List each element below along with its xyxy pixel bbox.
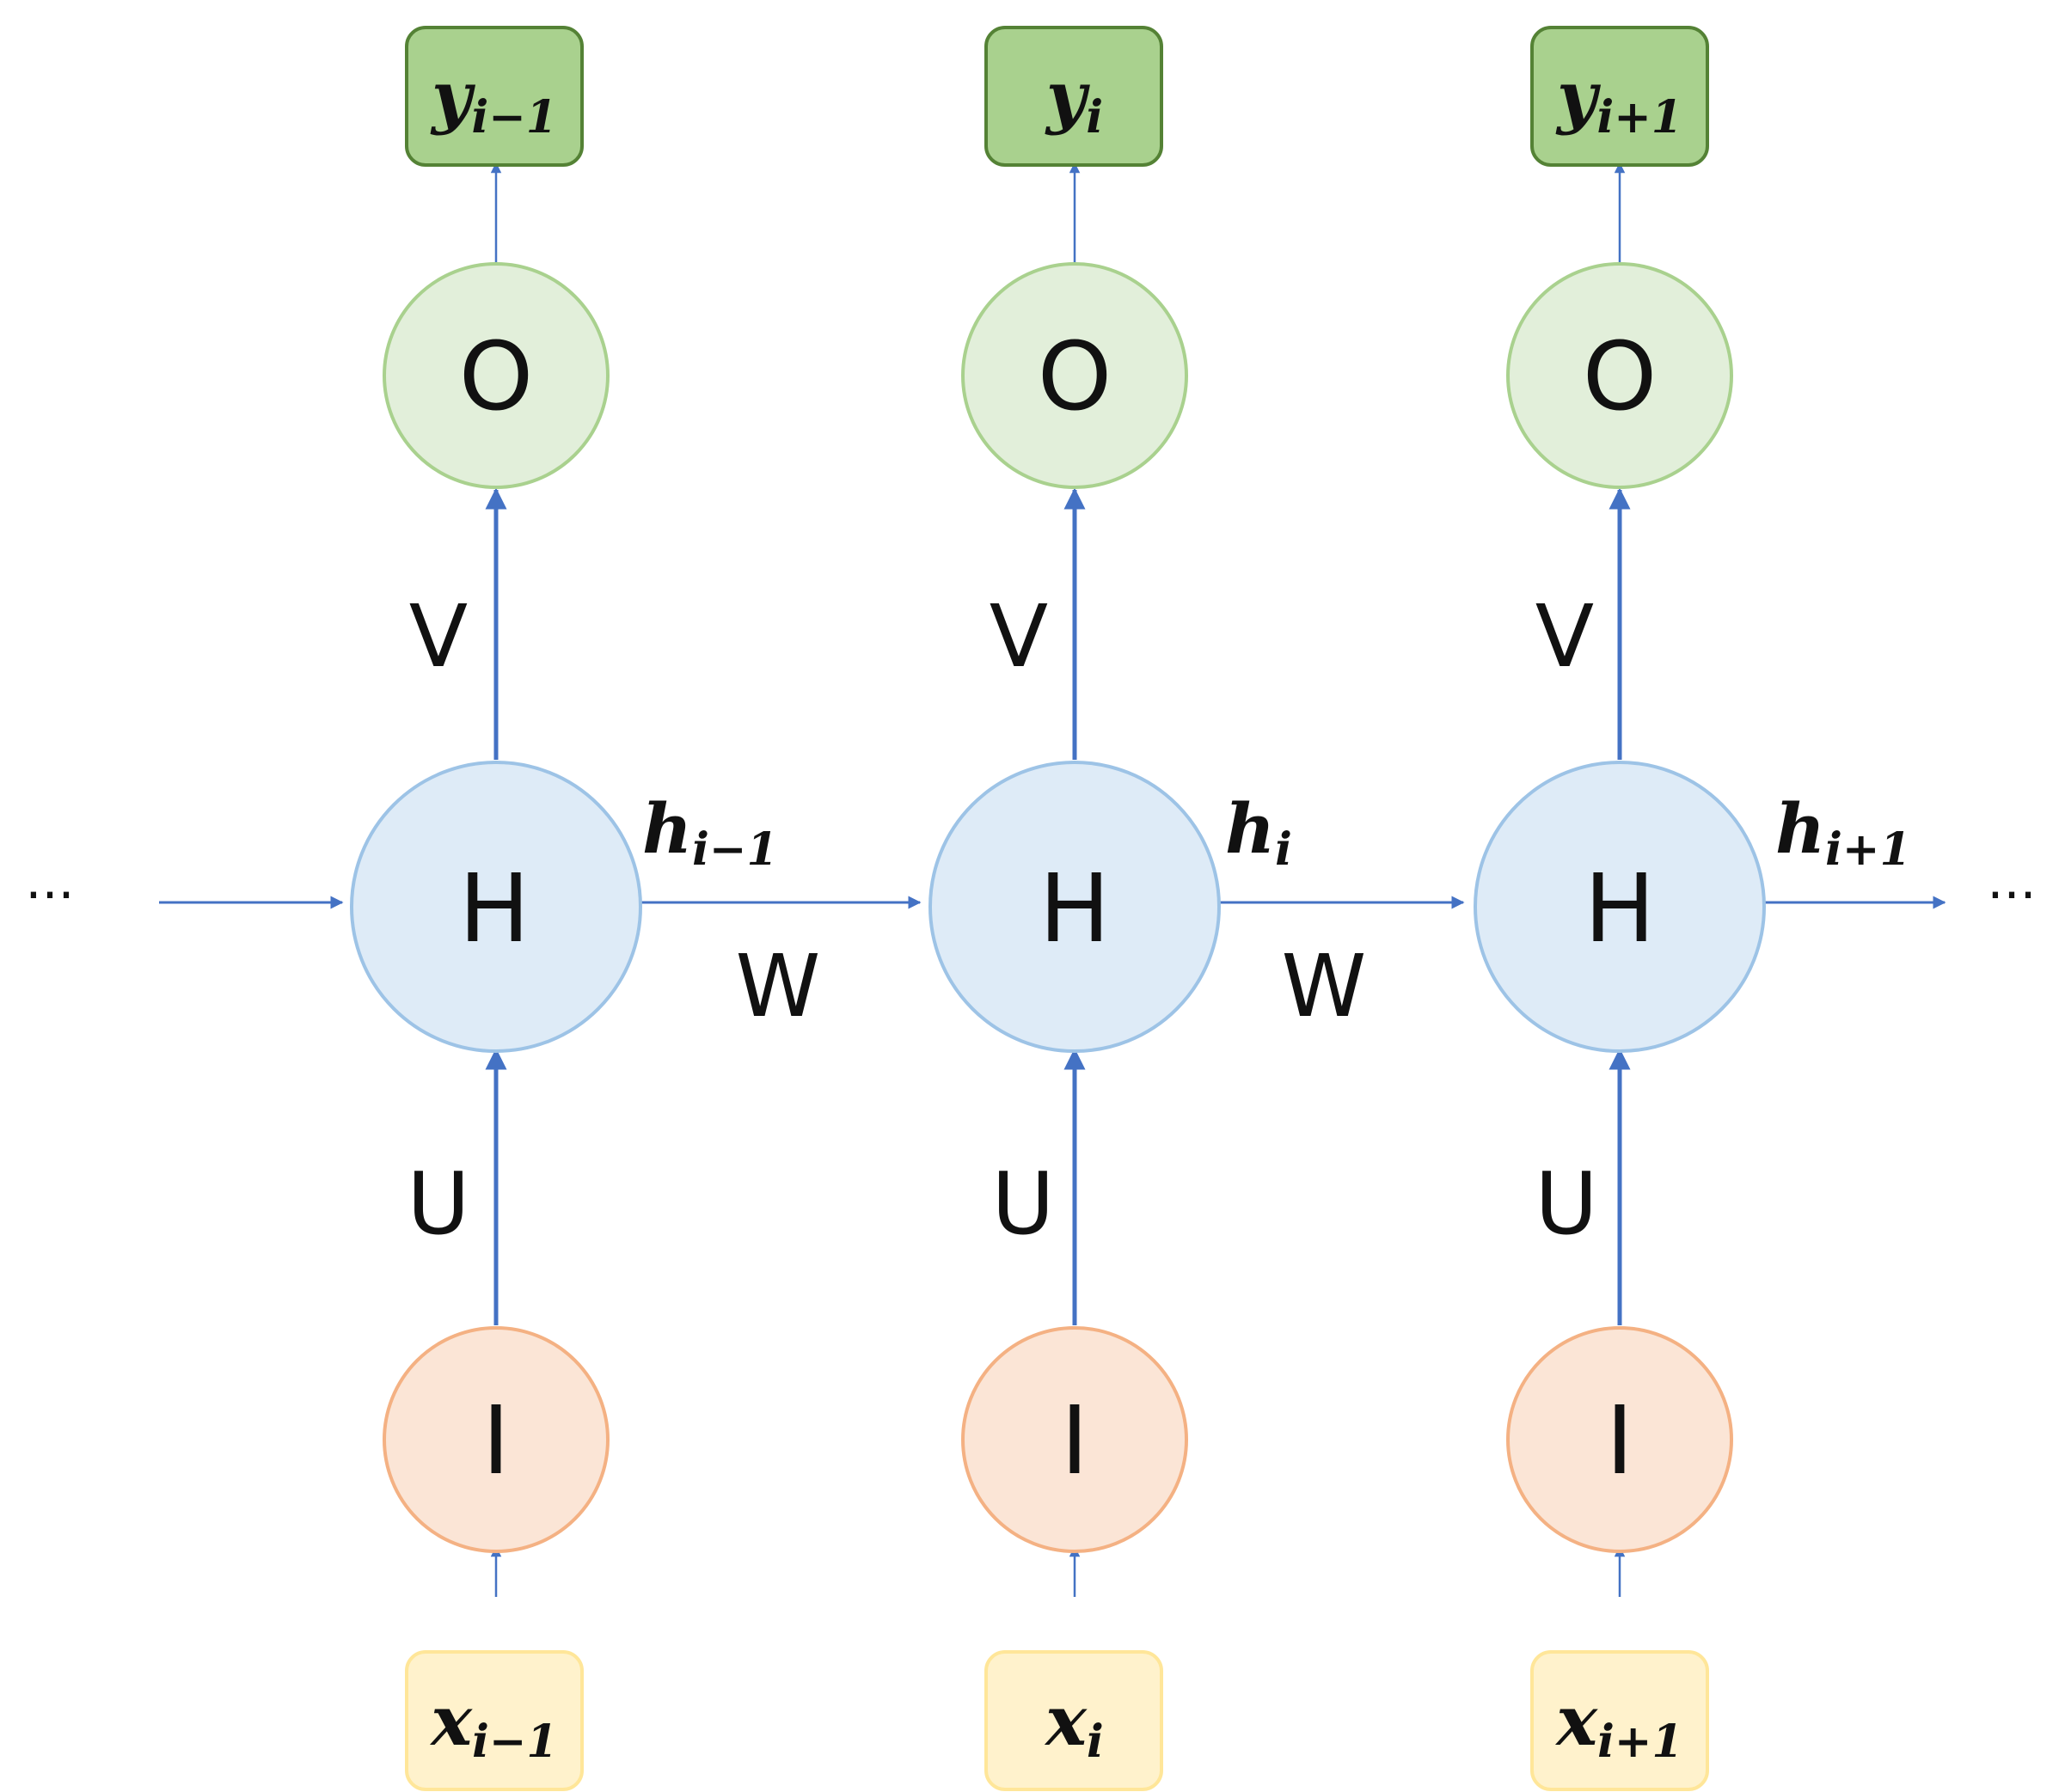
- hidden-node-label: H: [1584, 853, 1656, 963]
- input-box: [1530, 1650, 1709, 1791]
- hidden-node: [928, 761, 1221, 1053]
- input-label: xi+1: [1554, 1680, 1682, 1768]
- left-ellipsis: ···: [25, 865, 74, 926]
- right-ellipsis: ···: [1987, 865, 2036, 926]
- input-node: [383, 1326, 610, 1553]
- output-node-label: O: [1038, 321, 1112, 431]
- input-box: [405, 1650, 584, 1791]
- output-box: [984, 26, 1163, 167]
- input-node-label: I: [482, 1385, 510, 1495]
- input-label: xi: [1044, 1680, 1103, 1768]
- output-node-label: O: [1583, 321, 1658, 431]
- input-node-label: I: [1606, 1385, 1633, 1495]
- hidden-state-label: hi+1: [1775, 788, 1911, 876]
- hidden-node-label: H: [459, 853, 530, 963]
- timestep-column-current: yi O V H hi U I xi: [928, 26, 1292, 1791]
- w-label-1: W: [736, 936, 821, 1037]
- timestep-column-next: yi+1 O V H hi+1 U I xi+1: [1474, 26, 1911, 1791]
- output-node: [1506, 262, 1733, 489]
- output-node-label: O: [459, 321, 534, 431]
- u-label: U: [407, 1153, 469, 1254]
- u-label: U: [1535, 1153, 1597, 1254]
- output-label: yi−1: [430, 56, 557, 144]
- output-box: [1530, 26, 1709, 167]
- output-box: [405, 26, 584, 167]
- hidden-state-label: hi−1: [642, 788, 778, 876]
- hidden-node: [1474, 761, 1766, 1053]
- v-label: V: [409, 586, 468, 687]
- input-node-label: I: [1061, 1385, 1088, 1495]
- timestep-column-prev: yi−1 O V H hi−1 U I xi−1: [350, 26, 778, 1791]
- output-node: [961, 262, 1188, 489]
- input-label: xi−1: [429, 1680, 557, 1768]
- output-label: yi: [1045, 56, 1103, 144]
- w-label-2: W: [1282, 936, 1367, 1037]
- input-node: [961, 1326, 1188, 1553]
- u-label: U: [991, 1153, 1054, 1254]
- output-label: yi+1: [1555, 56, 1682, 144]
- hidden-state-label: hi: [1225, 788, 1292, 876]
- hidden-node: [350, 761, 642, 1053]
- horizontal-flow: ··· ··· W W: [25, 865, 2036, 1037]
- hidden-node-label: H: [1039, 853, 1111, 963]
- input-box: [984, 1650, 1163, 1791]
- output-node: [383, 262, 610, 489]
- input-node: [1506, 1326, 1733, 1553]
- v-label: V: [990, 586, 1048, 687]
- v-label: V: [1535, 586, 1594, 687]
